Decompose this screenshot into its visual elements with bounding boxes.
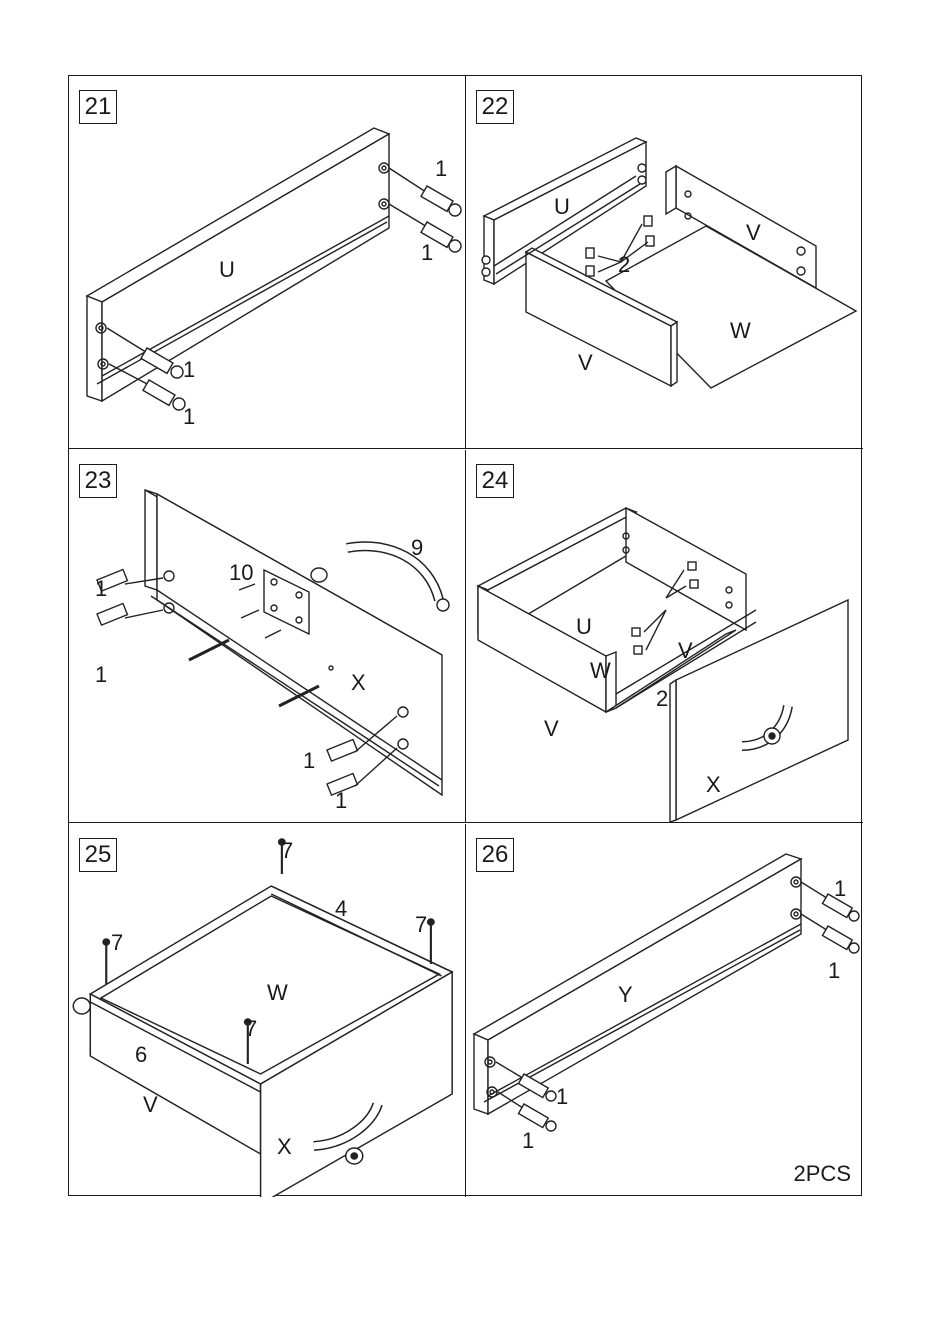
label-panel-v: V xyxy=(746,222,761,244)
label-panel-v: V xyxy=(143,1094,158,1116)
label-runner-6: 6 xyxy=(135,1044,147,1066)
label-screw-7: 7 xyxy=(415,914,427,936)
step-number: 26 xyxy=(476,838,514,872)
label-panel-w: W xyxy=(730,320,751,342)
label-part-1: 1 xyxy=(303,750,315,772)
label-part-1: 1 xyxy=(183,406,195,428)
label-part-2: 2 xyxy=(618,254,630,276)
label-part-1: 1 xyxy=(183,359,195,381)
step-24-drawing xyxy=(466,450,863,823)
label-part-1: 1 xyxy=(522,1130,534,1152)
label-panel-u: U xyxy=(219,259,235,281)
step-23-drawing xyxy=(69,450,466,823)
label-panel-u: U xyxy=(554,196,570,218)
step-number: 21 xyxy=(79,90,117,124)
quantity-note: 2PCS xyxy=(794,1161,851,1187)
label-part-1: 1 xyxy=(834,878,846,900)
label-panel-v: V xyxy=(678,640,693,662)
label-panel-w: W xyxy=(267,982,288,1004)
label-panel-v: V xyxy=(544,718,559,740)
label-panel-u: U xyxy=(576,616,592,638)
label-part-10: 10 xyxy=(229,562,253,584)
label-handle-9: 9 xyxy=(411,537,423,559)
step-24-panel: 24 U W V V 2 X xyxy=(466,450,863,823)
step-26-panel: 26 Y 1 1 1 1 2PCS xyxy=(466,824,863,1197)
step-25-drawing xyxy=(69,824,466,1197)
step-25-panel: 25 7 7 7 7 4 6 W V X xyxy=(69,824,466,1197)
label-panel-v: V xyxy=(578,352,593,374)
label-panel-x: X xyxy=(351,672,366,694)
step-21-panel: 21 U 1 1 1 1 xyxy=(69,76,466,449)
label-panel-x: X xyxy=(277,1136,292,1158)
label-part-1: 1 xyxy=(556,1086,568,1108)
label-part-1: 1 xyxy=(828,960,840,982)
step-number: 24 xyxy=(476,464,514,498)
label-panel-y: Y xyxy=(618,984,633,1006)
step-21-drawing xyxy=(69,76,466,449)
step-22-drawing xyxy=(466,76,863,449)
label-part-1: 1 xyxy=(435,158,447,180)
label-screw-7: 7 xyxy=(245,1018,257,1040)
step-number: 23 xyxy=(79,464,117,498)
label-part-1: 1 xyxy=(95,664,107,686)
label-part-1: 1 xyxy=(95,578,107,600)
label-rail-4: 4 xyxy=(335,898,347,920)
label-screw-7: 7 xyxy=(281,840,293,862)
label-part-2: 2 xyxy=(656,688,668,710)
step-23-panel: 23 9 10 X 1 1 1 1 xyxy=(69,450,466,823)
label-panel-x: X xyxy=(706,774,721,796)
label-part-1: 1 xyxy=(335,790,347,812)
label-part-1: 1 xyxy=(421,242,433,264)
step-number: 22 xyxy=(476,90,514,124)
step-number: 25 xyxy=(79,838,117,872)
label-screw-7: 7 xyxy=(111,932,123,954)
label-panel-w: W xyxy=(590,660,611,682)
step-22-panel: 22 U V V W 2 xyxy=(466,76,863,449)
assembly-sheet: 21 U 1 1 1 1 xyxy=(68,75,862,1196)
